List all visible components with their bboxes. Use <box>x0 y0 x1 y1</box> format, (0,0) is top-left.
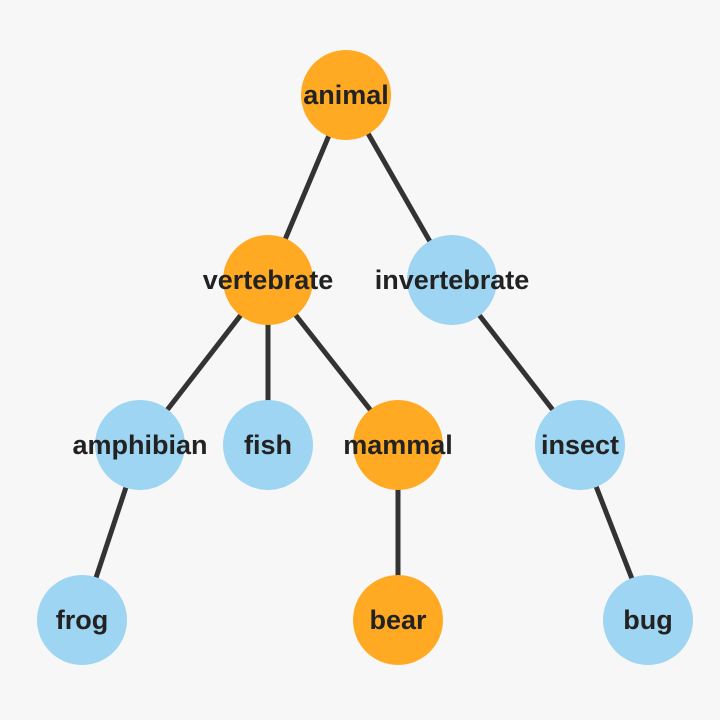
node-label: bug <box>623 605 672 635</box>
node-label: mammal <box>343 430 453 460</box>
node-bug: bug <box>603 575 693 665</box>
node-circle <box>301 50 391 140</box>
node-circle <box>353 400 443 490</box>
node-insect: insect <box>535 400 625 490</box>
edges-layer <box>79 92 651 623</box>
node-fish: fish <box>223 400 313 490</box>
node-mammal: mammal <box>343 400 453 490</box>
node-frog: frog <box>37 575 127 665</box>
node-label: insect <box>541 430 619 460</box>
node-circle <box>353 575 443 665</box>
node-amphibian: amphibian <box>72 400 208 490</box>
node-animal: animal <box>301 50 391 140</box>
node-label: fish <box>244 430 292 460</box>
node-label: bear <box>369 605 427 635</box>
node-circle <box>535 400 625 490</box>
node-circle <box>37 575 127 665</box>
node-label: frog <box>56 605 108 635</box>
node-invertebrate: invertebrate <box>375 235 530 325</box>
node-circle <box>223 400 313 490</box>
node-label: amphibian <box>72 430 207 460</box>
node-circle <box>223 235 313 325</box>
node-label: invertebrate <box>375 265 530 295</box>
node-circle <box>603 575 693 665</box>
node-label: vertebrate <box>203 265 334 295</box>
node-circle <box>407 235 497 325</box>
nodes-layer: animal vertebrate invertebrate amphibian fis… <box>37 50 693 665</box>
node-vertebrate: vertebrate <box>203 235 334 325</box>
node-label: animal <box>303 80 389 110</box>
node-circle <box>95 400 185 490</box>
node-bear: bear <box>353 575 443 665</box>
